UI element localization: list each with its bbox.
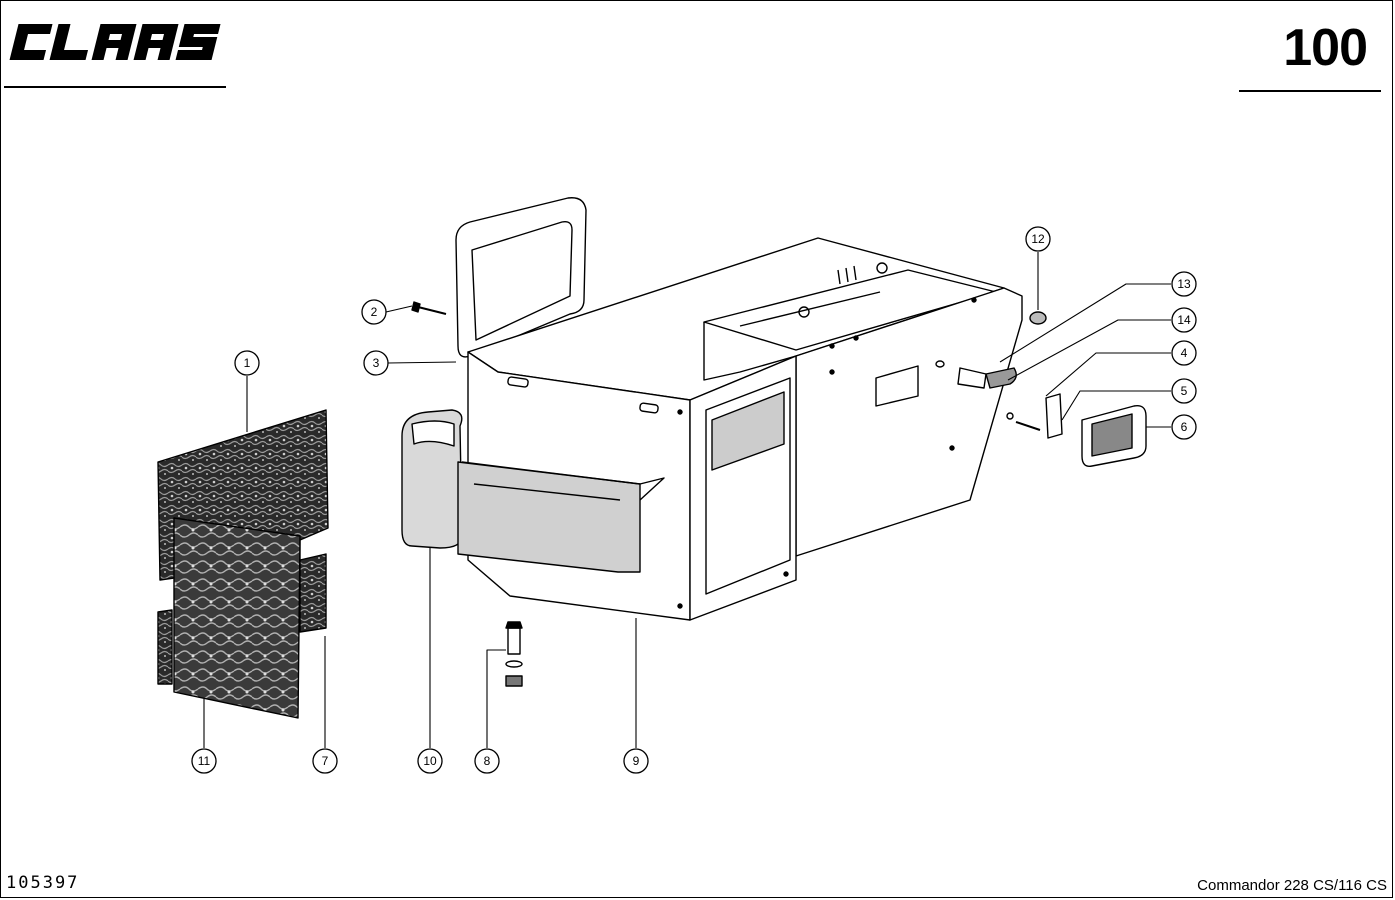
screw-part-4 [1006, 412, 1041, 431]
svg-text:2: 2 [371, 305, 378, 319]
model-designation: Commandor 228 CS/116 CS [1197, 877, 1387, 894]
svg-text:10: 10 [423, 754, 437, 768]
leader-lines [203, 252, 1171, 748]
callout-12: 12 [1025, 226, 1051, 252]
claas-logo [9, 24, 221, 60]
svg-text:7: 7 [322, 754, 329, 768]
svg-text:3: 3 [373, 356, 380, 370]
page-number-underline [1239, 90, 1381, 92]
callout-2: 2 [361, 299, 387, 325]
side-bracket-part-10 [401, 409, 665, 573]
svg-text:6: 6 [1181, 420, 1188, 434]
callout-3: 3 [363, 350, 389, 376]
callout-9: 9 [623, 748, 649, 774]
bracket-part-5 [1045, 393, 1063, 439]
svg-text:13: 13 [1177, 277, 1191, 291]
callout-4: 4 [1171, 340, 1197, 366]
svg-text:11: 11 [198, 754, 211, 768]
lid-frame-part-3 [455, 197, 587, 358]
callout-6: 6 [1171, 414, 1197, 440]
svg-text:1: 1 [244, 356, 251, 370]
svg-text:12: 12 [1031, 232, 1045, 246]
callout-7: 7 [312, 748, 338, 774]
bolt-washer-nut-part-8 [505, 621, 523, 687]
switch-housing-part-6 [1081, 405, 1147, 467]
svg-text:5: 5 [1181, 384, 1188, 398]
callout-14: 14 [1171, 307, 1197, 333]
callout-5: 5 [1171, 378, 1197, 404]
svg-text:14: 14 [1177, 313, 1191, 327]
page-number: 100 [1283, 19, 1368, 77]
callout-8: 8 [474, 748, 500, 774]
svg-text:4: 4 [1181, 346, 1188, 360]
callout-1: 1 [234, 350, 260, 376]
document-number: 105397 [6, 873, 80, 893]
lock-cylinder-part-13 [935, 360, 987, 389]
callout-13: 13 [1171, 271, 1197, 297]
insulation-mat-part-7 [299, 553, 327, 633]
callout-10: 10 [417, 748, 443, 774]
lock-knob-part-12 [1029, 311, 1047, 325]
callout-11: 11 [191, 748, 217, 774]
svg-text:9: 9 [633, 754, 640, 768]
lock-handle-part-14 [985, 367, 1017, 389]
logo-underline [4, 86, 226, 88]
insulation-mat-part-11 [157, 517, 301, 719]
svg-text:8: 8 [484, 754, 491, 768]
screw-part-2 [411, 301, 447, 315]
